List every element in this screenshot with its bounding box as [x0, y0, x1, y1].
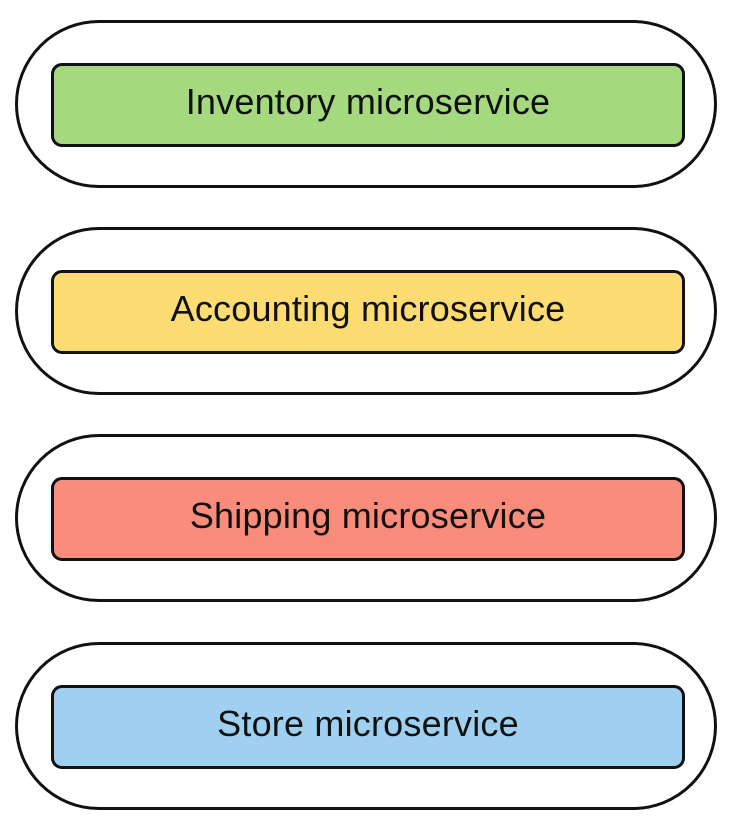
inventory-microservice-label: Inventory microservice — [185, 81, 551, 122]
store-container: Store microservice — [15, 642, 717, 810]
accounting-microservice-label: Accounting microservice — [170, 288, 566, 329]
store-microservice-box: Store microservice — [51, 685, 685, 769]
shipping-microservice-box: Shipping microservice — [51, 477, 685, 561]
shipping-microservice-label: Shipping microservice — [189, 495, 547, 536]
accounting-container: Accounting microservice — [15, 227, 717, 395]
inventory-container: Inventory microservice — [15, 20, 717, 188]
accounting-microservice-box: Accounting microservice — [51, 270, 685, 354]
inventory-microservice-box: Inventory microservice — [51, 63, 685, 147]
shipping-container: Shipping microservice — [15, 434, 717, 602]
store-microservice-label: Store microservice — [217, 703, 519, 744]
